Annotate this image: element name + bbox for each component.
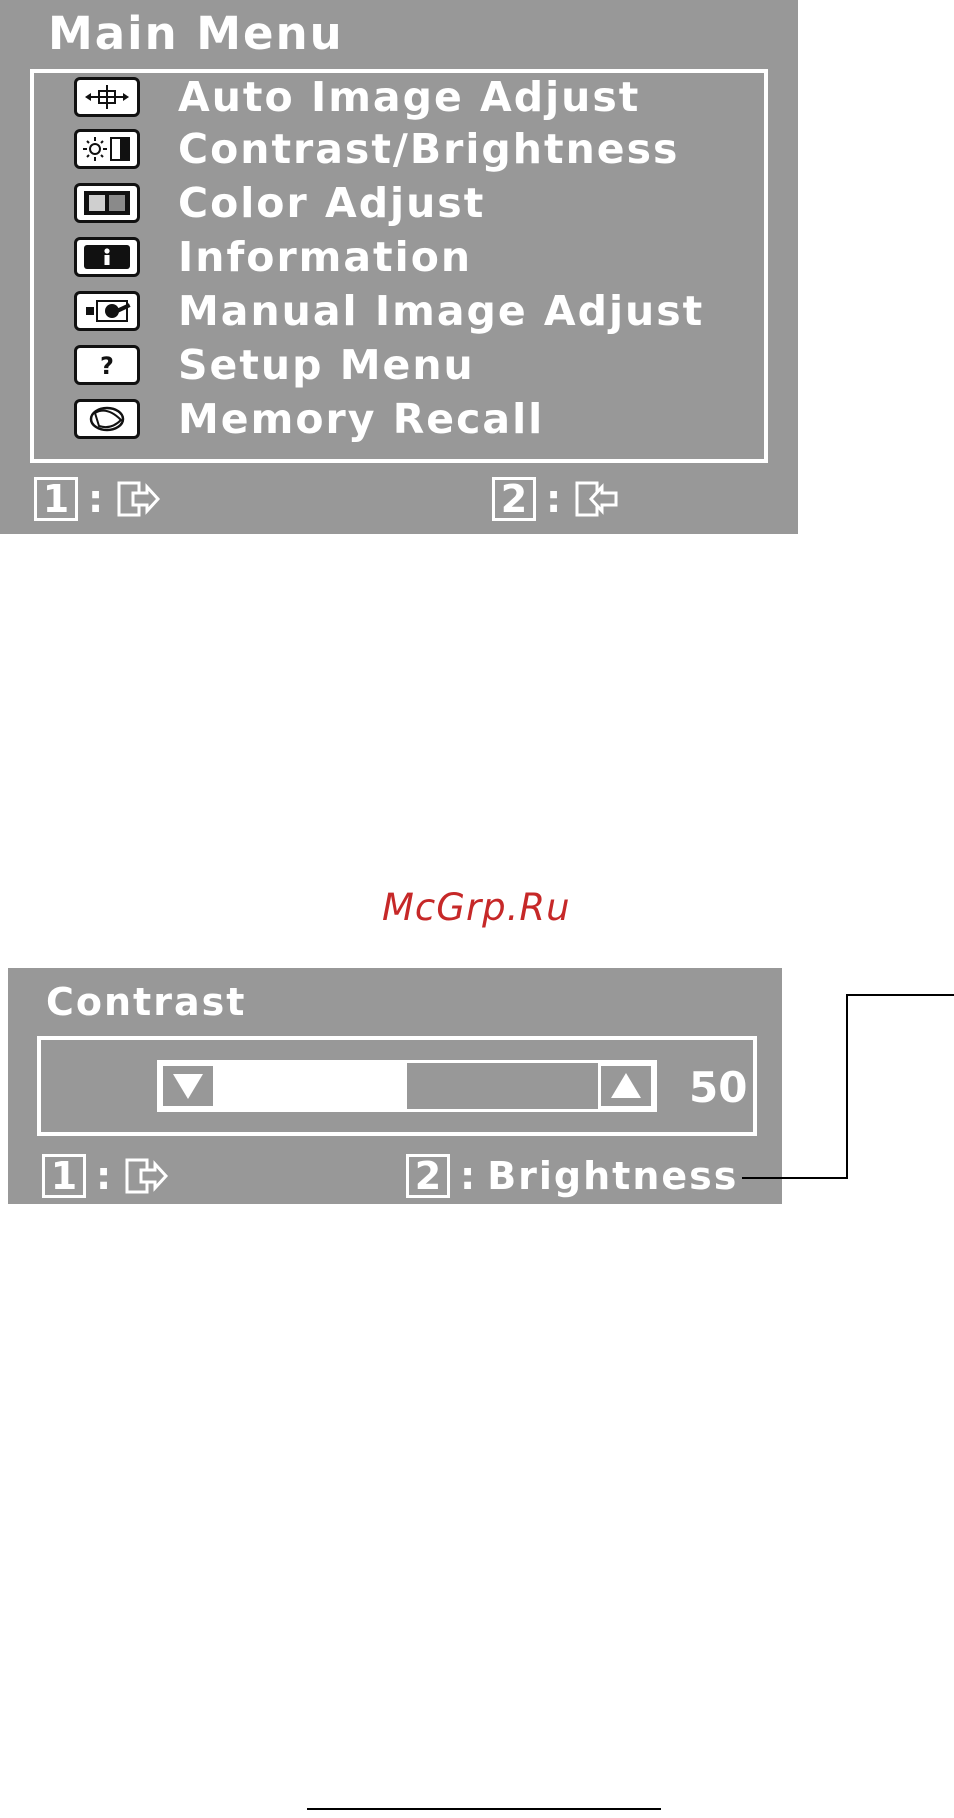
menu-item-setup-menu[interactable]: ? Setup Menu: [74, 341, 475, 389]
main-menu-list: Auto Image Adjust Contrast/Brightness: [30, 69, 768, 463]
crosshair-icon: [74, 77, 140, 117]
hint-colon: :: [88, 477, 103, 521]
color-bars-icon: [74, 183, 140, 223]
callout-line-horizontal: [742, 1177, 848, 1179]
key-hint-1[interactable]: 1 :: [34, 477, 161, 521]
key-1-button[interactable]: 1: [34, 477, 78, 521]
menu-item-auto-image-adjust[interactable]: Auto Image Adjust: [74, 73, 640, 121]
callout-line-vertical: [846, 994, 848, 1179]
key-2-button[interactable]: 2: [492, 477, 536, 521]
sun-contrast-icon: [74, 129, 140, 169]
menu-item-label: Memory Recall: [178, 395, 544, 443]
hint-colon: :: [460, 1154, 475, 1198]
main-menu-osd: Main Menu Auto Image Adjust: [0, 0, 798, 534]
contrast-value: 50: [689, 1064, 747, 1112]
menu-item-information[interactable]: Information: [74, 233, 472, 281]
triangle-up-icon: [609, 1071, 643, 1101]
menu-item-color-adjust[interactable]: Color Adjust: [74, 179, 485, 227]
contrast-osd: Contrast 50 1 : 2: [8, 968, 782, 1204]
exit-icon: [115, 479, 161, 519]
svg-text:?: ?: [100, 352, 114, 380]
menu-item-label: Color Adjust: [178, 179, 485, 227]
menu-item-contrast-brightness[interactable]: Contrast/Brightness: [74, 125, 679, 173]
contrast-slider-frame: 50: [37, 1036, 757, 1136]
key-hint-2[interactable]: 2 : Brightness: [406, 1154, 738, 1198]
menu-item-label: Information: [178, 233, 472, 281]
menu-item-manual-image-adjust[interactable]: Manual Image Adjust: [74, 287, 704, 335]
main-menu-title: Main Menu: [48, 8, 344, 60]
watermark-text: McGrp.Ru: [382, 886, 571, 929]
key-hint-1[interactable]: 1 :: [42, 1154, 169, 1198]
callout-line-top: [846, 994, 954, 996]
menu-item-label: Manual Image Adjust: [178, 287, 704, 335]
menu-item-label: Auto Image Adjust: [178, 73, 640, 121]
contrast-title: Contrast: [46, 980, 246, 1024]
key-hint-2[interactable]: 2 :: [492, 477, 619, 521]
memory-recall-icon: [74, 399, 140, 439]
hint-colon: :: [96, 1154, 111, 1198]
triangle-down-icon: [171, 1071, 205, 1101]
question-icon: ?: [74, 345, 140, 385]
key-1-button[interactable]: 1: [42, 1154, 86, 1198]
menu-item-memory-recall[interactable]: Memory Recall: [74, 395, 544, 443]
increase-button[interactable]: [598, 1063, 654, 1109]
key-2-button[interactable]: 2: [406, 1154, 450, 1198]
enter-icon: [573, 479, 619, 519]
decrease-button[interactable]: [160, 1063, 216, 1109]
brightness-label[interactable]: Brightness: [487, 1154, 738, 1198]
menu-item-label: Contrast/Brightness: [178, 125, 679, 173]
exit-icon: [123, 1156, 169, 1196]
info-icon: [74, 237, 140, 277]
hint-colon: :: [546, 477, 561, 521]
page-footer-rule: [307, 1808, 661, 1810]
menu-item-label: Setup Menu: [178, 341, 475, 389]
contrast-slider[interactable]: [157, 1060, 657, 1112]
wrench-icon: [74, 291, 140, 331]
